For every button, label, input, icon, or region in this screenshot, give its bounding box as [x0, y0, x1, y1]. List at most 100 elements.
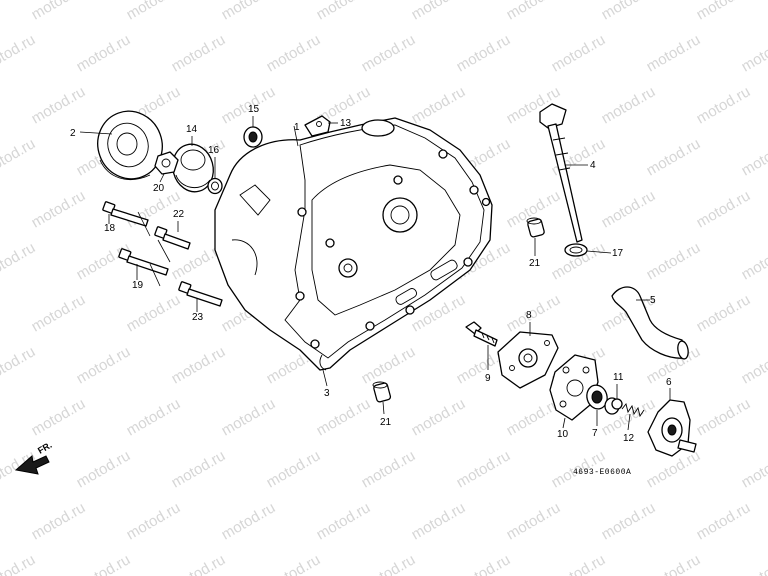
- watermark-text: motod.ru: [739, 551, 768, 576]
- part-15-oil-seal: [243, 126, 263, 148]
- watermark-text: motod.ru: [409, 499, 469, 543]
- watermark-text: motod.ru: [599, 499, 659, 543]
- callout-23: 23: [192, 312, 204, 323]
- part-2-clutch-cap: [97, 110, 163, 181]
- callout-15: 15: [248, 104, 260, 115]
- watermark-text: motod.ru: [314, 0, 374, 23]
- watermark-text: motod.ru: [644, 239, 704, 283]
- watermark-text: motod.ru: [0, 239, 38, 283]
- watermark-text: motod.ru: [739, 239, 768, 283]
- watermark-text: motod.ru: [409, 0, 469, 23]
- watermark-text: motod.ru: [169, 343, 229, 387]
- watermark-text: motod.ru: [644, 551, 704, 576]
- callout-10: 10: [557, 429, 569, 440]
- watermark-text: motod.ru: [504, 499, 564, 543]
- watermark-text: motod.ru: [694, 291, 754, 335]
- leader-line-3: [322, 369, 328, 387]
- callout-21: 21: [529, 258, 541, 269]
- part-7-rotor: [586, 384, 620, 415]
- callout-16: 16: [208, 145, 220, 156]
- bracket-line: [157, 239, 171, 263]
- leader-line-17: [586, 250, 612, 254]
- part-22-bolt: [154, 226, 191, 250]
- part-3-gasket: [319, 354, 327, 371]
- leader-line-21: [382, 401, 385, 415]
- watermark-text: motod.ru: [409, 83, 469, 127]
- watermark-text: motod.ru: [0, 551, 38, 576]
- front-direction-arrow-icon: [14, 455, 50, 475]
- watermark-text: motod.ru: [359, 343, 419, 387]
- watermark-text: motod.ru: [29, 499, 89, 543]
- watermark-text: motod.ru: [694, 0, 754, 23]
- watermark-text: motod.ru: [219, 395, 279, 439]
- watermark-text: motod.ru: [694, 499, 754, 543]
- part-12-spring: [621, 403, 645, 418]
- part-4-dipstick: [539, 103, 583, 243]
- callout-7: 7: [592, 428, 598, 439]
- watermark-text: motod.ru: [599, 83, 659, 127]
- part-9-stud-bolt: [465, 321, 498, 347]
- leader-line-10: [562, 417, 566, 429]
- watermark-text: motod.ru: [314, 395, 374, 439]
- watermark-text: motod.ru: [694, 83, 754, 127]
- watermark-text: motod.ru: [454, 447, 514, 491]
- part-16-o-ring: [207, 177, 223, 195]
- watermark-text: motod.ru: [739, 343, 768, 387]
- part-10-pump-body: [549, 354, 599, 421]
- part-11-check-ball: [611, 398, 623, 410]
- part-6-pump-housing: [647, 399, 697, 457]
- watermark-text: motod.ru: [359, 551, 419, 576]
- callout-12: 12: [623, 433, 635, 444]
- watermark-text: motod.ru: [504, 0, 564, 23]
- watermark-text: motod.ru: [739, 447, 768, 491]
- watermark-text: motod.ru: [549, 31, 609, 75]
- leader-lines: [79, 116, 671, 431]
- callout-6: 6: [666, 377, 672, 388]
- watermark-text: motod.ru: [454, 551, 514, 576]
- watermark-text: motod.ru: [219, 499, 279, 543]
- callout-20: 20: [153, 183, 165, 194]
- callout-21: 21: [380, 417, 392, 428]
- part-17-o-ring: [564, 243, 588, 257]
- watermark-text: motod.ru: [124, 0, 184, 23]
- watermark-text: motod.ru: [644, 31, 704, 75]
- watermark-text: motod.ru: [0, 135, 38, 179]
- watermark-text: motod.ru: [29, 291, 89, 335]
- part-8-pump-cover: [497, 331, 559, 389]
- watermark-text: motod.ru: [359, 447, 419, 491]
- watermark-text: motod.ru: [219, 0, 279, 23]
- watermark-text: motod.ru: [29, 187, 89, 231]
- callout-18: 18: [104, 223, 116, 234]
- callout-22: 22: [173, 209, 185, 220]
- callout-5: 5: [650, 295, 656, 306]
- watermark-text: motod.ru: [74, 31, 134, 75]
- part-21-dowel-pin-upper: [526, 217, 545, 238]
- watermark-text: motod.ru: [74, 551, 134, 576]
- watermark-text: motod.ru: [29, 83, 89, 127]
- watermark-text: motod.ru: [169, 551, 229, 576]
- watermark-text: motod.ru: [0, 31, 38, 75]
- watermark-text: motod.ru: [409, 395, 469, 439]
- watermark-text: motod.ru: [264, 551, 324, 576]
- callout-17: 17: [612, 248, 624, 259]
- watermark-text: motod.ru: [694, 187, 754, 231]
- watermark-text: motod.ru: [264, 31, 324, 75]
- callout-2: 2: [70, 128, 76, 139]
- leader-line-2: [79, 131, 113, 135]
- leader-line-12: [627, 413, 631, 431]
- watermark-text: motod.ru: [644, 135, 704, 179]
- leader-line-1: [293, 125, 299, 147]
- watermark-text: motod.ru: [74, 239, 134, 283]
- watermark-text: motod.ru: [74, 343, 134, 387]
- watermark-text: motod.ru: [124, 499, 184, 543]
- callout-9: 9: [485, 373, 491, 384]
- watermark-text: motod.ru: [694, 395, 754, 439]
- part-23-bolt: [178, 281, 223, 307]
- callout-11: 11: [613, 372, 624, 383]
- drawing-code: 4693-E0600A: [573, 468, 631, 477]
- bracket-line: [137, 211, 151, 237]
- callout-4: 4: [590, 160, 596, 171]
- watermark-text: motod.ru: [29, 0, 89, 23]
